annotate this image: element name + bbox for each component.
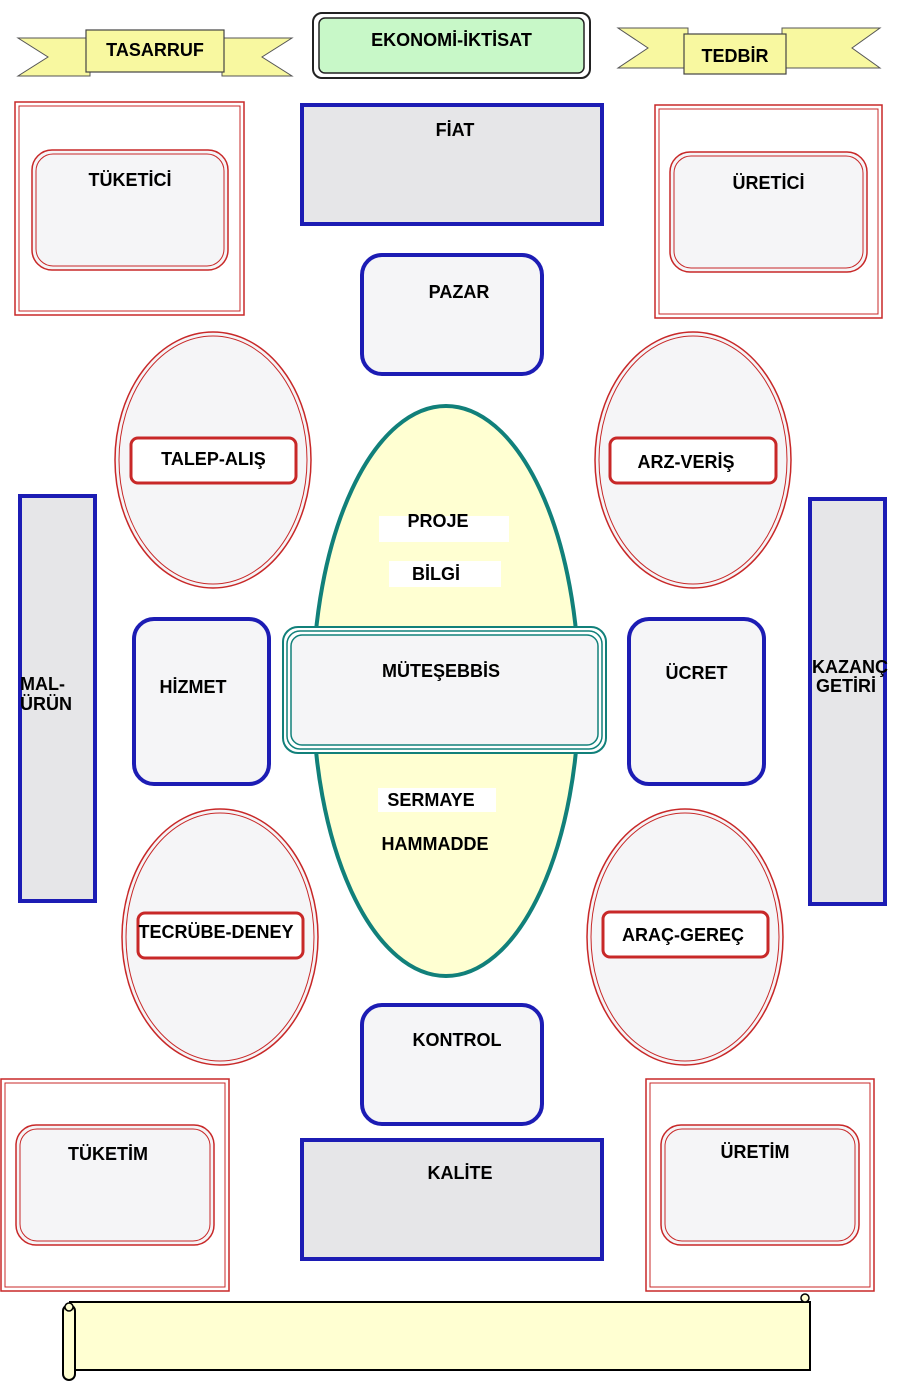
- banner-tasarruf: [16, 29, 294, 77]
- mutesebbis-label: MÜTEŞEBBİS: [381, 661, 500, 681]
- pazar-label: PAZAR: [428, 282, 490, 302]
- tuketici-box: [14, 101, 245, 316]
- talep-alis-label: TALEP-ALIŞ: [161, 449, 266, 469]
- mal-urun-label-1: MAL-: [20, 674, 65, 694]
- ucret-label: ÜCRET: [665, 663, 728, 683]
- hizmet-box: [132, 617, 271, 786]
- talep-alis-oval: [114, 331, 312, 589]
- fiat-box: [300, 103, 604, 226]
- tuketici-label: TÜKETİCİ: [88, 170, 172, 190]
- title-box: [312, 12, 591, 79]
- page-title: EKONOMİ-İKTİSAT: [371, 30, 532, 50]
- kontrol-label: KONTROL: [412, 1030, 502, 1050]
- bottom-scroll: [62, 1293, 811, 1381]
- uretim-label: ÜRETİM: [720, 1142, 790, 1162]
- pazar-box: [360, 253, 544, 376]
- fiat-label: FİAT: [435, 120, 475, 140]
- tuketim-box: [0, 1078, 230, 1292]
- proje-label: PROJE: [407, 511, 469, 531]
- hizmet-label: HİZMET: [159, 677, 227, 697]
- arz-veris-oval: [594, 331, 792, 589]
- arac-gerec-oval: [586, 808, 784, 1066]
- uretici-box: [654, 104, 883, 319]
- bilgi-label: BİLGİ: [412, 564, 460, 584]
- tecrube-deney-label: TECRÜBE-DENEY: [138, 922, 294, 942]
- banner-tasarruf-label: TASARRUF: [106, 40, 204, 60]
- uretici-label: ÜRETİCİ: [732, 173, 805, 193]
- uretim-box: [645, 1078, 875, 1292]
- ucret-box: [627, 617, 766, 786]
- kontrol-box: [360, 1003, 544, 1126]
- banner-tedbir-label: TEDBİR: [701, 46, 769, 66]
- kazanc-getiri-label-2: GETİRİ: [816, 676, 877, 696]
- muteşebbis-box: [282, 626, 607, 754]
- mal-urun-bar: [18, 494, 97, 903]
- banner-tedbir: [616, 27, 882, 75]
- mal-urun-label-2: ÜRÜN: [20, 694, 72, 714]
- hammadde-label: HAMMADDE: [381, 834, 489, 854]
- tecrube-deney-oval: [121, 808, 319, 1066]
- kalite-label: KALİTE: [427, 1163, 493, 1183]
- kalite-box: [300, 1138, 604, 1261]
- kazanc-getiri-label-1: KAZANÇ: [812, 657, 888, 677]
- kazanc-getiri-bar: [808, 497, 887, 906]
- arac-gerec-label: ARAÇ-GEREÇ: [621, 925, 744, 945]
- sermaye-label: SERMAYE: [387, 790, 475, 810]
- arz-veris-label: ARZ-VERİŞ: [637, 452, 735, 472]
- tuketim-label: TÜKETİM: [68, 1144, 148, 1164]
